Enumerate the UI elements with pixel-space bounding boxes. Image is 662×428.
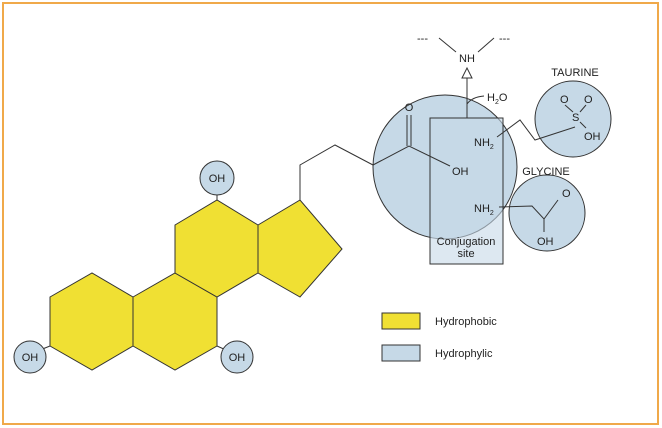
taurine-label: TAURINE — [551, 67, 598, 79]
dashes-left: --- — [417, 33, 428, 45]
oh-left-label: OH — [22, 352, 39, 364]
conjugation-label: Conjugation — [437, 236, 496, 248]
oh-group-left — [13, 340, 47, 374]
taurine-chain — [496, 119, 576, 141]
oh-top-label: OH — [209, 173, 226, 185]
taurine-o1: O — [560, 94, 569, 106]
conjugation-site-box — [429, 117, 504, 265]
ring-a — [49, 272, 134, 371]
legend-swatch-hydrophobic — [381, 312, 421, 330]
legend: Hydrophobic Hydrophylic — [381, 312, 497, 362]
arrow-head-icon — [461, 66, 473, 79]
ring-d — [257, 199, 343, 298]
h2o-label: H2O — [487, 92, 508, 106]
amide-nh: NH — [459, 53, 475, 65]
oh-group-top — [199, 160, 235, 196]
steroid-rings — [49, 199, 343, 371]
conjugation-label-2: site — [457, 248, 474, 260]
legend-label-hydrophylic: Hydrophylic — [435, 348, 493, 360]
glycine-o: O — [562, 188, 571, 200]
glycine-circle — [508, 174, 586, 252]
carboxyl-oh: OH — [452, 166, 469, 178]
carboxyl-o: O — [405, 102, 414, 114]
oh-group-bottom — [220, 340, 254, 374]
taurine-circle — [534, 80, 612, 158]
side-chain — [299, 144, 451, 200]
glycine-label: GLYCINE — [522, 166, 569, 178]
oh-bottom-label: OH — [229, 352, 246, 364]
glycine-chain — [498, 199, 559, 220]
legend-swatch-hydrophylic — [381, 344, 421, 362]
glycine-oh: OH — [537, 236, 554, 248]
dashes-right: --- — [499, 33, 510, 45]
legend-label-hydrophobic: Hydrophobic — [435, 316, 497, 328]
taurine-o2: O — [584, 94, 593, 106]
taurine-s: S — [572, 112, 579, 124]
nh2-taurine: NH2 — [474, 137, 494, 151]
nh2-glycine: NH2 — [474, 203, 494, 217]
water-release-arrow — [466, 95, 485, 105]
taurine-oh: OH — [584, 131, 601, 143]
